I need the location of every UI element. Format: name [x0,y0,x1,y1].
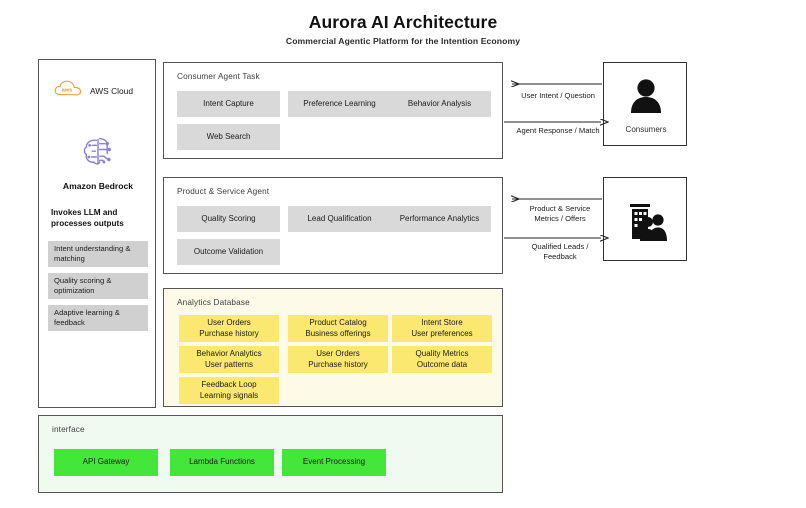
chip-api-gateway[interactable]: API Gateway [54,449,158,476]
chip-quality-scoring[interactable]: Quality Scoring [177,206,280,232]
svg-text:aws: aws [62,87,72,93]
db-chip-behavior-analytics[interactable]: Behavior Analytics User patterns [179,346,279,373]
db-chip-line1: User Orders [316,348,360,358]
business-people-icon [604,200,688,247]
analytics-database-panel: Analytics Database User Orders Purchase … [163,288,503,407]
db-chip-intent-store[interactable]: Intent Store User preferences [392,315,492,342]
db-chip-line2: Learning signals [199,390,259,400]
page-title: Aurora AI Architecture [308,12,498,32]
db-chip-line2: Purchase history [199,328,259,338]
chip-behavior-analysis[interactable]: Behavior Analysis [388,91,491,117]
chip-web-search[interactable]: Web Search [177,124,280,150]
sidebar-item-intent-understanding[interactable]: Intent understanding & matching [48,241,148,267]
consumer-agent-task-title: Consumer Agent Task [177,72,260,81]
db-chip-line2: Purchase history [308,359,368,369]
consumer-agent-task-panel: Consumer Agent Task Intent Capture Prefe… [163,62,503,159]
analytics-database-title: Analytics Database [177,298,250,307]
aws-cloud-panel: aws AWS Cloud [38,59,156,408]
flow-label-qualified-leads-line2: Feedback [543,252,577,261]
product-service-agent-title: Product & Service Agent [177,187,270,196]
brain-circuit-icon [78,137,118,176]
interface-title: interface [52,425,85,434]
person-icon [604,77,688,118]
db-chip-line2: User preferences [411,328,473,338]
chip-lambda-functions[interactable]: Lambda Functions [170,449,274,476]
db-chip-line1: Feedback Loop [201,379,257,389]
consumers-actor-box: Consumers [603,62,687,146]
aws-cloud-icon: aws [53,78,83,105]
consumers-label: Consumers [625,125,667,134]
sidebar-item-quality-scoring[interactable]: Quality scoring & optimization [48,273,148,299]
amazon-bedrock-label: Amazon Bedrock [62,181,134,191]
amazon-bedrock-block: Amazon Bedrock [39,132,157,191]
db-chip-user-orders-1[interactable]: User Orders Purchase history [179,315,279,342]
business-actor-box [603,177,687,261]
chip-intent-capture[interactable]: Intent Capture [177,91,280,117]
interface-panel: interface API Gateway Lambda Functions E… [38,415,503,493]
db-chip-line1: Intent Store [421,317,463,327]
db-chip-line1: User Orders [207,317,251,327]
flow-label-agent-response: Agent Response / Match [516,126,600,135]
db-chip-line1: Behavior Analytics [196,348,262,358]
chip-lead-qualification[interactable]: Lead Qualification [288,206,391,232]
flow-label-product-metrics-line2: Metrics / Offers [534,214,586,223]
db-chip-user-orders-2[interactable]: User Orders Purchase history [288,346,388,373]
chip-outcome-validation[interactable]: Outcome Validation [177,239,280,265]
chip-performance-analytics[interactable]: Performance Analytics [388,206,491,232]
db-chip-line2: Business offerings [305,328,371,338]
db-chip-product-catalog[interactable]: Product Catalog Business offerings [288,315,388,342]
sidebar-item-adaptive-learning[interactable]: Adaptive learning & feedback [48,305,148,331]
db-chip-line1: Quality Metrics [415,348,469,358]
flow-label-qualified-leads-line1: Qualified Leads / [531,242,589,251]
db-chip-line1: Product Catalog [309,317,367,327]
chip-preference-learning[interactable]: Preference Learning [288,91,391,117]
aws-cloud-label: AWS Cloud [90,86,133,96]
aws-cloud-row: aws AWS Cloud [53,76,147,106]
db-chip-line2: User patterns [204,359,254,369]
sidebar-heading: Invokes LLM and processes outputs [51,208,124,229]
flow-label-user-intent: User Intent / Question [521,91,595,100]
page-subtitle: Commercial Agentic Platform for the Inte… [285,36,521,46]
db-chip-quality-metrics[interactable]: Quality Metrics Outcome data [392,346,492,373]
chip-event-processing[interactable]: Event Processing [282,449,386,476]
product-service-agent-panel: Product & Service Agent Quality Scoring … [163,177,503,274]
db-chip-line2: Outcome data [416,359,468,369]
db-chip-feedback-loop[interactable]: Feedback Loop Learning signals [179,377,279,404]
flow-label-product-metrics-line1: Product & Service [529,204,591,213]
